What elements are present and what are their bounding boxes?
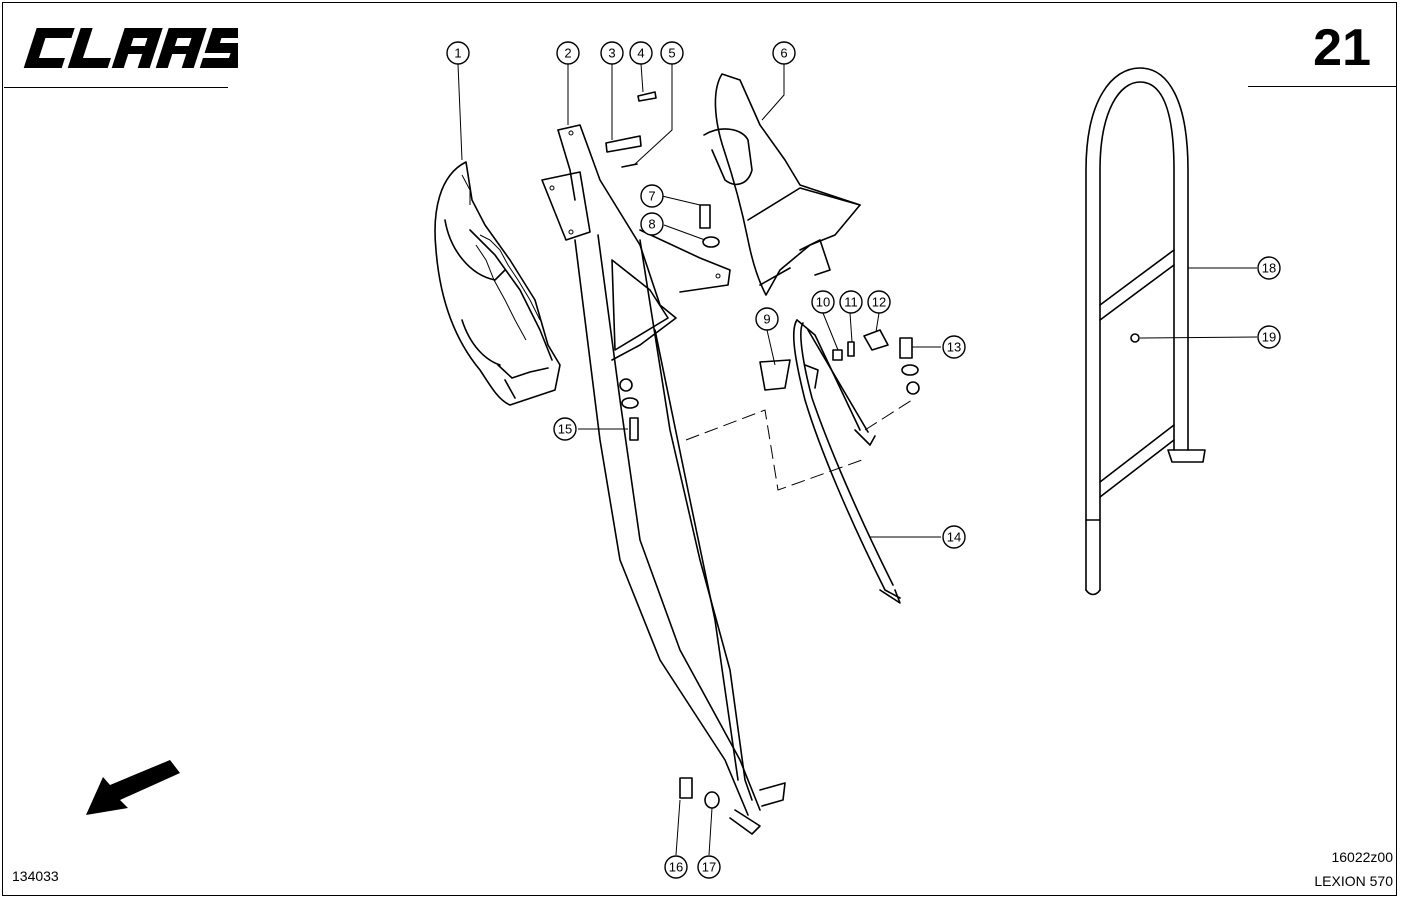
svg-text:5: 5 — [668, 46, 675, 61]
svg-text:16: 16 — [669, 860, 683, 875]
assembly-line — [685, 409, 863, 491]
svg-text:4: 4 — [637, 46, 644, 61]
header-rule-left — [4, 87, 228, 88]
callout-2: 2 — [556, 41, 580, 65]
svg-text:8: 8 — [648, 217, 655, 232]
svg-text:9: 9 — [763, 312, 770, 327]
claas-logo — [23, 28, 238, 68]
part-2-frame — [541, 124, 786, 835]
svg-text:1: 1 — [454, 46, 461, 61]
part-6-housing — [703, 73, 861, 296]
page-number: 21 — [1313, 19, 1371, 77]
part-18-handrail — [1085, 67, 1206, 596]
svg-text:15: 15 — [558, 422, 572, 437]
svg-text:17: 17 — [702, 860, 716, 875]
callout-9: 9 — [755, 307, 779, 331]
svg-text:10: 10 — [816, 295, 830, 310]
model-name: LEXION 570 — [1314, 873, 1393, 889]
callout-7: 7 — [640, 184, 664, 208]
callout-19: 19 — [1257, 325, 1281, 349]
callout-11: 11 — [839, 290, 863, 314]
callout-13: 13 — [942, 335, 966, 359]
svg-text:7: 7 — [648, 189, 655, 204]
callout-10: 10 — [811, 290, 835, 314]
part-14-support — [759, 319, 901, 604]
leader-lines — [457, 63, 1258, 856]
callout-18: 18 — [1257, 256, 1281, 280]
callout-15: 15 — [553, 417, 577, 441]
callout-12: 12 — [867, 290, 891, 314]
svg-text:19: 19 — [1262, 330, 1276, 345]
drawing-code: 16022z00 — [1331, 849, 1393, 865]
assembly-line-2 — [864, 399, 913, 431]
svg-text:13: 13 — [947, 340, 961, 355]
part-1-cover — [434, 161, 561, 406]
diagram-id: 134033 — [12, 868, 59, 884]
callout-16: 16 — [664, 855, 688, 879]
callout-8: 8 — [640, 212, 664, 236]
svg-text:14: 14 — [947, 530, 961, 545]
svg-text:18: 18 — [1262, 261, 1276, 276]
svg-text:12: 12 — [872, 295, 886, 310]
callout-4: 4 — [629, 41, 653, 65]
callout-3: 3 — [600, 41, 624, 65]
direction-arrow-icon — [86, 760, 180, 815]
small-fasteners — [832, 329, 920, 395]
svg-text:2: 2 — [564, 46, 571, 61]
svg-text:3: 3 — [608, 46, 615, 61]
callout-1: 1 — [446, 41, 470, 65]
callout-6: 6 — [772, 41, 796, 65]
callout-5: 5 — [660, 41, 684, 65]
svg-text:6: 6 — [780, 46, 787, 61]
callout-14: 14 — [942, 525, 966, 549]
callout-17: 17 — [697, 855, 721, 879]
svg-text:11: 11 — [844, 295, 858, 310]
header-rule-right — [1248, 86, 1397, 87]
